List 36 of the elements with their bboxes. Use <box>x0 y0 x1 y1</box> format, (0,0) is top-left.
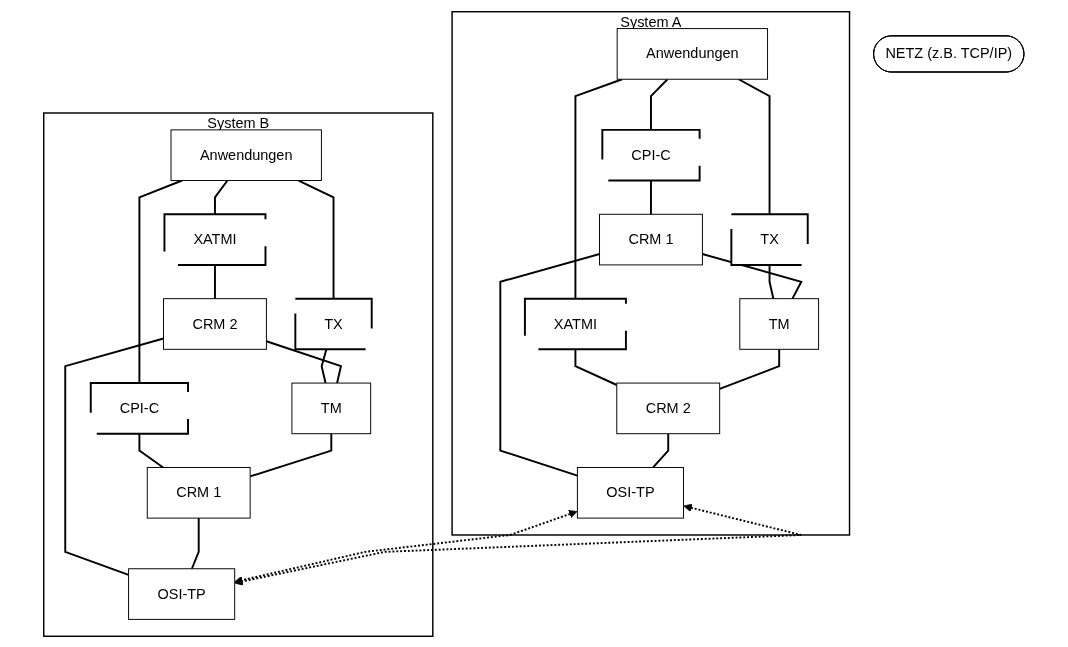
arrow <box>234 503 803 586</box>
node-box: CRM 1 <box>599 213 704 265</box>
node-box: XATMI <box>524 297 628 350</box>
node-box: CRM 1 <box>146 466 251 519</box>
node-box: CPI-C <box>90 381 190 435</box>
connector <box>64 337 165 576</box>
connector <box>768 263 775 300</box>
node-box: CRM 2 <box>616 382 721 434</box>
connector <box>499 252 601 477</box>
connector <box>737 77 771 215</box>
node-box: TX <box>730 212 809 266</box>
connector <box>265 339 343 384</box>
connector <box>650 179 653 215</box>
node-box: OSI-TP <box>577 466 685 519</box>
arrow <box>234 509 578 584</box>
connector <box>574 77 624 300</box>
connector <box>320 347 328 384</box>
node-box: Anwendungen <box>616 27 769 80</box>
connector <box>138 179 184 384</box>
connector <box>214 263 217 300</box>
node-box: OSI-TP <box>128 567 236 620</box>
connector <box>297 179 335 300</box>
connector <box>249 432 333 477</box>
connector <box>652 432 670 468</box>
node-box: TM <box>739 297 820 350</box>
connector <box>718 347 781 390</box>
connector <box>650 77 669 131</box>
connector <box>701 252 803 300</box>
node-box: CRM 2 <box>163 297 268 350</box>
connector <box>574 347 618 386</box>
connector <box>214 179 229 215</box>
connector <box>191 516 200 570</box>
node-box: TX <box>294 297 373 350</box>
node-box: CPI-C <box>601 128 701 181</box>
node-box: TM <box>291 382 372 434</box>
node-box: XATMI <box>163 212 267 266</box>
